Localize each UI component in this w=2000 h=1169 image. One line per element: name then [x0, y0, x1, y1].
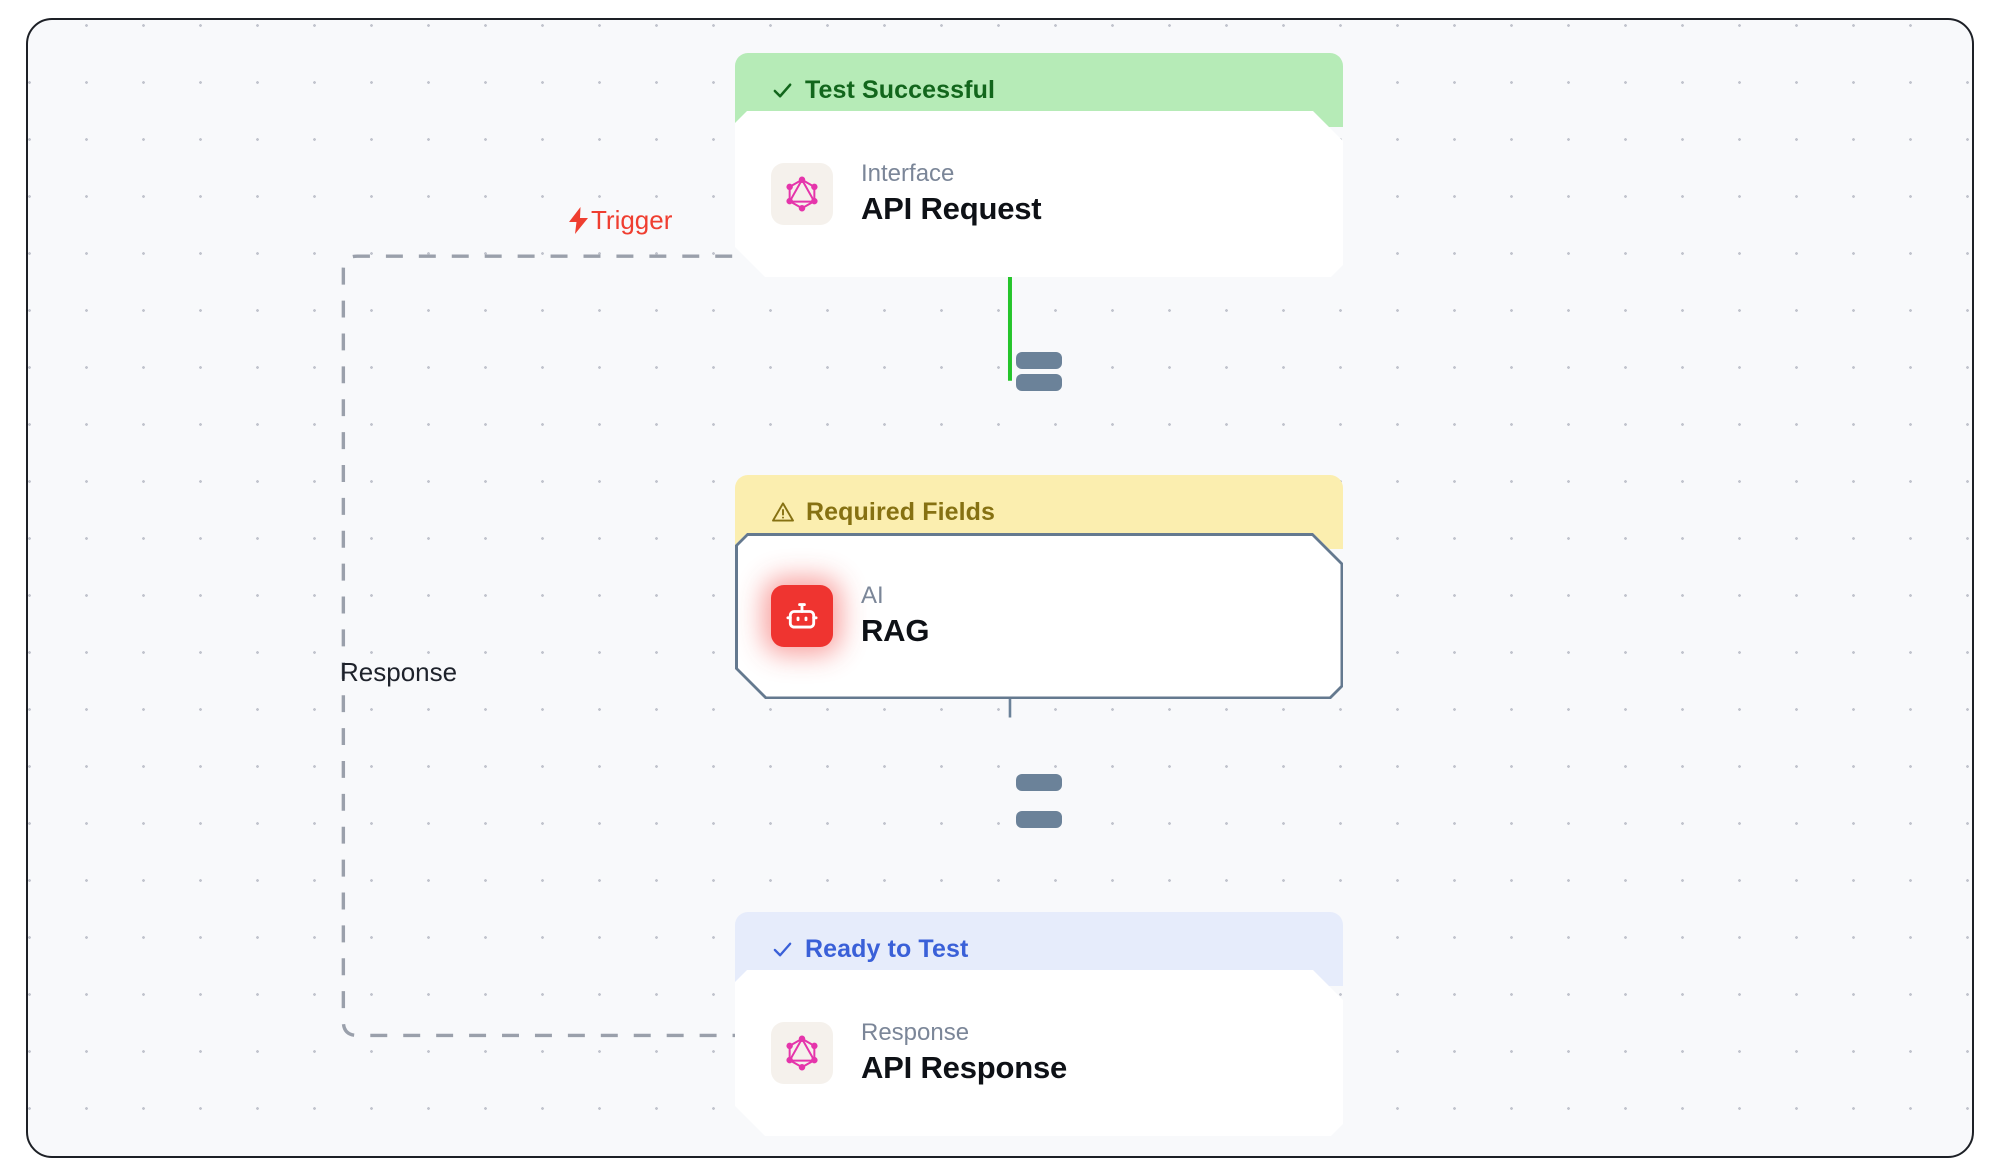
node-status-label-rag: Required Fields — [806, 497, 996, 526]
node-text-api-request: Interface API Request — [861, 160, 1041, 227]
edge-label-trigger: Trigger — [568, 205, 672, 236]
node-body-api-response[interactable]: Response API Response — [735, 970, 1343, 1136]
check-icon — [771, 938, 794, 961]
node-handle-source-api-request[interactable] — [1016, 352, 1062, 369]
node-api-request[interactable]: Test Successful — [735, 53, 1343, 369]
edge-label-response: Response — [340, 657, 457, 688]
node-kicker-rag: AI — [861, 582, 884, 610]
node-handle-target-api-response[interactable] — [1016, 811, 1062, 828]
node-rag[interactable]: Required Fields AI RAG — [735, 374, 1343, 791]
warning-triangle-icon — [771, 500, 795, 524]
canvas-frame[interactable]: Trigger Response Test Successful — [26, 18, 1974, 1158]
node-handle-target-rag[interactable] — [1016, 374, 1062, 391]
graphql-icon — [771, 1022, 833, 1084]
check-icon — [771, 79, 794, 102]
edge-label-trigger-text: Trigger — [591, 205, 673, 235]
edge-label-response-text: Response — [340, 657, 458, 687]
node-kicker-api-response: Response — [861, 1019, 970, 1047]
node-text-rag: AI RAG — [861, 582, 929, 649]
robot-icon — [771, 585, 833, 647]
lightning-bolt-icon — [568, 207, 589, 234]
node-status-label-api-request: Test Successful — [805, 75, 996, 104]
node-body-api-request[interactable]: Interface API Request — [735, 111, 1343, 277]
node-api-response[interactable]: Ready to Test — [735, 811, 1343, 1136]
node-body-rag[interactable]: AI RAG — [735, 533, 1343, 699]
node-handle-source-rag[interactable] — [1016, 774, 1062, 791]
node-title-api-request: API Request — [861, 191, 1042, 226]
node-kicker-api-request: Interface — [861, 160, 955, 188]
node-title-rag: RAG — [861, 613, 930, 648]
node-text-api-response: Response API Response — [861, 1019, 1067, 1086]
graphql-icon — [771, 163, 833, 225]
node-status-label-api-response: Ready to Test — [805, 934, 969, 963]
node-title-api-response: API Response — [861, 1050, 1068, 1085]
